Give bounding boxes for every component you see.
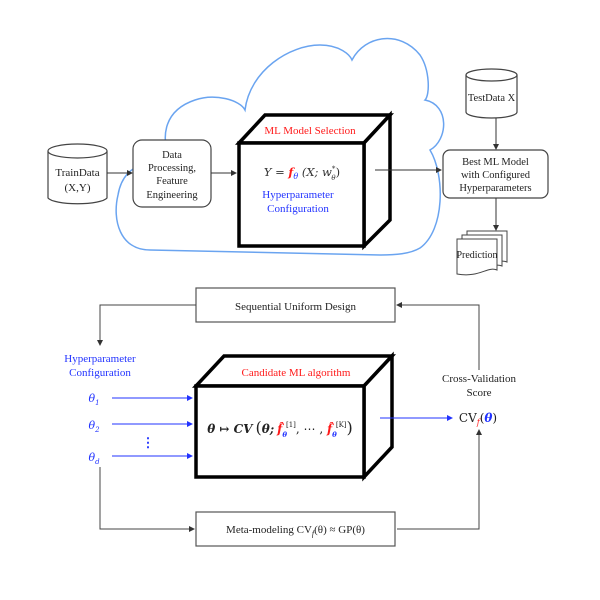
cv-mapping-formula: θ ↦ CV(θ;f̂θ[1], ⋯ , f̂θ[K]) (207, 418, 353, 439)
theta-ellipsis: ⋮ (142, 435, 155, 450)
train-data-xy: (X,Y) (65, 182, 91, 194)
ml-model-selection-cube: ML Model Selection Y = fθ (X; w*θ) Hyper… (234, 110, 395, 251)
best-model-box: Best ML Model with Configured Hyperparam… (442, 149, 549, 199)
arrow-sequential-to-config (97, 304, 196, 346)
model-selection-title: ML Model Selection (264, 125, 356, 137)
theta-d: θd (88, 451, 193, 466)
meta-modeling-label: Meta-modeling CVf(θ) ≈ GP(θ) (226, 524, 365, 538)
best-model-line3: Hyperparameters (459, 183, 531, 194)
test-data-label: TestData X (468, 93, 516, 104)
meta-modeling-box (195, 511, 396, 547)
processing-line4: Engineering (146, 190, 198, 201)
train-data-label: TrainData (55, 167, 99, 179)
prediction-label: Prediction (456, 250, 497, 261)
test-data-cylinder: TestData X (465, 68, 518, 119)
train-data-cylinder: TrainData (X,Y) (47, 143, 108, 205)
processing-line3: Feature (156, 176, 188, 187)
best-model-line2: with Configured (461, 170, 531, 181)
arrow-meta-to-score (397, 429, 482, 530)
svg-text:θd: θd (88, 451, 100, 466)
model-formula: Y = fθ (X; w*θ) (264, 165, 340, 182)
svg-text:θ2: θ2 (88, 419, 100, 434)
processing-line2: Processing, (148, 163, 196, 174)
arrow-score-to-sequential (396, 302, 480, 370)
cv-score-line1: Cross-Validation (442, 373, 516, 385)
cv-score-line2: Score (466, 387, 491, 399)
hyperparameter-config-line1: Hyperparameter (64, 353, 136, 365)
best-model-line1: Best ML Model (462, 157, 529, 168)
theta-1: θ1 (88, 392, 193, 407)
hyperparameter-config-line2: Configuration (69, 367, 131, 379)
cv-score-formula: CVf(θ) (459, 411, 497, 427)
processing-line1: Data (162, 150, 182, 161)
candidate-algorithm-cube: Candidate ML algorithm θ ↦ CV(θ;f̂θ[1], … (191, 351, 397, 482)
arrow-theta-to-meta (99, 467, 195, 532)
model-config-line2: Configuration (267, 203, 329, 215)
theta-2: θ2 (88, 419, 193, 434)
data-processing-box: Data Processing, Feature Engineering (132, 139, 212, 208)
svg-text:θ1: θ1 (88, 392, 99, 407)
prediction-documents: Prediction (456, 230, 508, 276)
sequential-design-box (195, 287, 396, 323)
sequential-design-label: Sequential Uniform Design (235, 301, 356, 313)
candidate-algorithm-title: Candidate ML algorithm (242, 367, 351, 379)
model-config-line1: Hyperparameter (262, 189, 334, 201)
